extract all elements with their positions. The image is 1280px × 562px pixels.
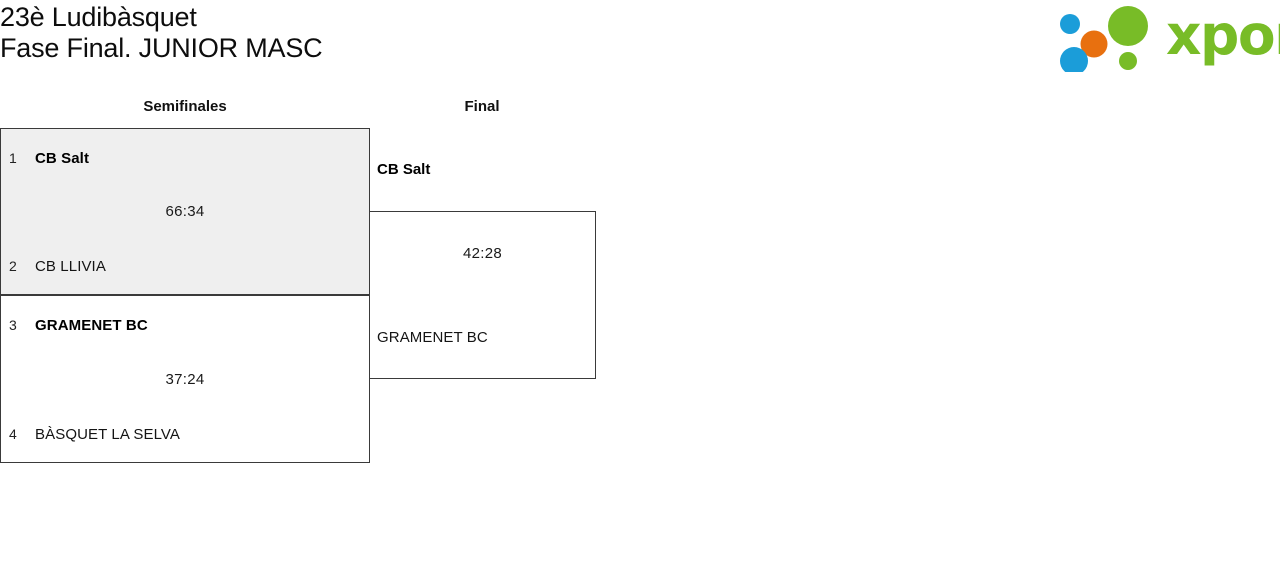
match-semifinal-2[interactable]: 3 GRAMENET BC 4 BÀSQUET LA SELVA [0, 295, 370, 463]
match-score-semifinal-1: 66:34 [165, 203, 205, 220]
team-name: CB LLIVIA [35, 257, 106, 275]
tournament-title: 23è Ludibàsquet [0, 2, 197, 32]
xporty-logo[interactable]: xporty [1048, 4, 1280, 72]
round-header-final: Final [464, 98, 500, 115]
team-name: CB Salt [35, 149, 90, 167]
team-seed: 1 [9, 150, 17, 166]
match-team-row-top[interactable]: 3 GRAMENET BC [1, 314, 369, 336]
team-name: BÀSQUET LA SELVA [35, 425, 181, 443]
team-name: GRAMENET BC [35, 316, 148, 334]
match-score-final: 42:28 [462, 245, 503, 262]
tournament-title-block: 23è Ludibàsquet Fase Final. JUNIOR MASC [0, 0, 323, 64]
logo-wordmark: xporty [1166, 3, 1280, 67]
team-seed: 2 [9, 258, 17, 274]
match-semifinal-1[interactable]: 1 CB Salt 2 CB LLIVIA [0, 128, 370, 295]
page-header: 23è Ludibàsquet Fase Final. JUNIOR MASC … [0, 0, 1280, 88]
round-header-semifinals: Semifinales [143, 98, 227, 115]
match-score-semifinal-2: 37:24 [165, 371, 205, 388]
tournament-subtitle: Fase Final. JUNIOR MASC [0, 33, 323, 63]
final-team-name-bottom: GRAMENET BC [377, 329, 488, 346]
final-team-name-top: CB Salt [377, 161, 431, 178]
match-final[interactable] [369, 211, 596, 379]
team-seed: 4 [9, 426, 17, 442]
match-team-row-bottom[interactable]: 4 BÀSQUET LA SELVA [1, 423, 369, 445]
match-team-row-top[interactable]: 1 CB Salt [1, 147, 369, 169]
team-seed: 3 [9, 317, 17, 333]
logo-dots-icon [1060, 6, 1148, 72]
match-team-row-bottom[interactable]: 2 CB LLIVIA [1, 255, 369, 277]
